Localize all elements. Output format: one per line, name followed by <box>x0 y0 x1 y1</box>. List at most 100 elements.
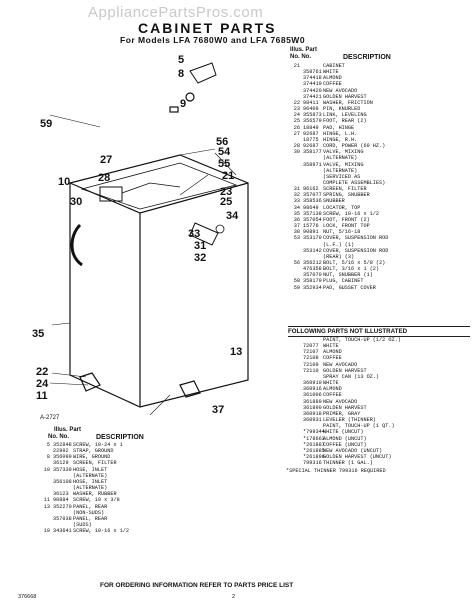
part-description: SCREW, 10 x 3/8 <box>73 497 120 504</box>
part-number: 374418 <box>303 75 322 82</box>
part-description: COMPLETE ASSEMBLIES) <box>323 179 386 186</box>
part-description: COFFEE <box>323 392 342 399</box>
illus-number: 38 <box>293 229 300 236</box>
part-description: COFFEE <box>323 81 342 88</box>
callout: 32 <box>194 252 206 264</box>
part-number: 72077 <box>303 343 319 350</box>
part-number: *261896 <box>303 453 325 460</box>
part-number: 358971 <box>303 161 322 168</box>
part-description: PRIMER, GRAY <box>323 410 361 417</box>
illus-number: 11 <box>43 497 50 504</box>
illus-number: 5 <box>46 442 50 448</box>
part-description: GOLDEN HARVEST (UNCUT) <box>323 453 392 460</box>
part-description: SPRING, SNUBBER <box>323 192 370 199</box>
parts-row: COMPLETE ASSEMBLIES) <box>286 180 470 186</box>
illus-number: 33 <box>293 198 300 205</box>
part-number: *178663 <box>303 435 325 442</box>
callout: 22 <box>36 366 48 378</box>
hinge-part <box>189 62 217 84</box>
part-description: COFFEE <box>323 355 342 362</box>
part-description: WHITE <box>323 69 339 76</box>
pin-part <box>169 106 179 113</box>
illus-number: 35 <box>293 210 300 217</box>
callout: 28 <box>98 172 110 184</box>
part-number: 353170 <box>303 235 322 242</box>
part-description: SCREEN, FILTER <box>73 460 117 467</box>
part-number: *261885 <box>303 447 325 454</box>
illus-number: 59 <box>293 284 300 291</box>
valve-line <box>121 182 181 194</box>
part-number: 356099 <box>53 454 72 461</box>
parts-row: PAINT, TOUCH-UP (1/2 OZ.) <box>286 337 470 343</box>
part-number: 360916 <box>303 386 322 393</box>
part-description: NUT, 5/16-18 <box>323 229 361 236</box>
part-number: 356212 <box>303 260 322 266</box>
callout: 27 <box>100 154 112 166</box>
part-number: 15776 <box>303 223 319 230</box>
part-description: LEVELER (THINNER) <box>323 417 376 424</box>
illus-number: 22 <box>293 99 300 106</box>
part-number: 799316 <box>303 460 322 467</box>
part-description: PAD, HINGE <box>323 124 355 131</box>
part-number: 358177 <box>303 149 322 156</box>
inlet-hose <box>70 223 83 267</box>
parts-row: (SERVICED AS <box>286 174 470 180</box>
part-description: ALMOND <box>323 386 342 393</box>
part-description: GOLDEN HARVEST <box>323 93 367 100</box>
part-description: THINNER (1 GAL.) <box>323 460 373 467</box>
mixing-valve <box>99 186 123 202</box>
illus-number: 10 <box>43 466 50 473</box>
illus-number: 21 <box>293 63 300 69</box>
part-description: (SERVICED AS <box>323 173 361 180</box>
callout: 5 <box>178 55 184 66</box>
part-description: ALMOND <box>323 75 342 82</box>
part-description: PAINT, TOUCH-UP (1/2 OZ.) <box>323 337 401 343</box>
part-number: 22992 <box>53 448 69 455</box>
part-number: 90891 <box>303 229 319 236</box>
callout: 37 <box>212 404 224 415</box>
illus-number: 30 <box>293 149 300 156</box>
part-description: HOSE, INLET <box>73 478 108 485</box>
callout: 21 <box>222 170 234 182</box>
part-number: 357054 <box>303 216 322 223</box>
part-description: WHITE <box>323 380 339 387</box>
part-description: CORD, POWER (60 HZ.) <box>323 143 386 150</box>
part-description: WASHER, FRICTION <box>323 99 373 106</box>
part-description: LINK, LEVELING <box>323 112 367 119</box>
exploded-parts-diagram: 5 8 9 59 56 27 28 10 30 54 55 21 23 25 3… <box>30 54 260 416</box>
front-foot <box>79 372 101 392</box>
part-description: BOLT, 3/16 x 1 (2) <box>323 266 380 273</box>
part-description: HOSE, INLET <box>73 466 108 473</box>
parts-row: (ALTERNATE) <box>36 473 258 479</box>
part-number: 476358 <box>303 266 322 273</box>
cabinet-opening <box>80 162 238 210</box>
callout: 9 <box>180 98 186 110</box>
illus-number: 31 <box>293 186 300 193</box>
part-number: 358761 <box>303 69 322 76</box>
parts-row: (ALTERNATE) <box>286 168 470 174</box>
part-description: (NON-SUDS) <box>73 509 105 516</box>
part-description: NEW AVOCADO (UNCUT) <box>323 447 383 454</box>
part-description: VALVE, MIXING <box>323 161 364 168</box>
part-number: 96409 <box>303 106 319 113</box>
